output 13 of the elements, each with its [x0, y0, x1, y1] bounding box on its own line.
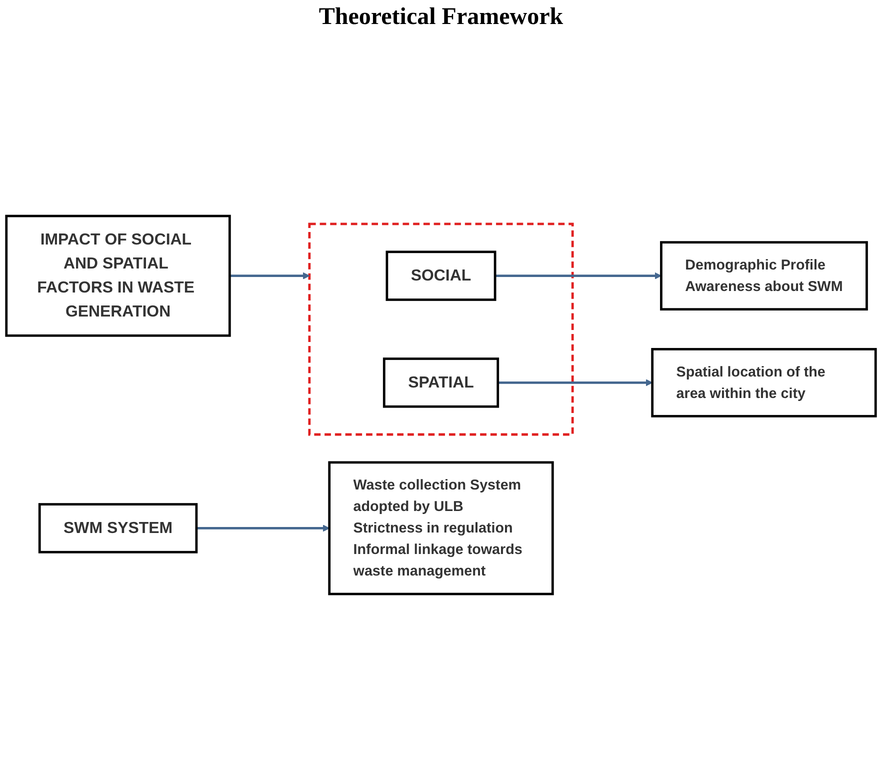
arrow	[196, 524, 330, 532]
node-box: Spatial location of the area within the city	[651, 348, 877, 418]
cluster	[308, 222, 574, 436]
node-box: SWM SYSTEM	[38, 503, 198, 554]
node-box: SOCIAL	[386, 250, 496, 301]
arrow	[495, 272, 662, 280]
node-box: Waste collection System adopted by ULB Strictness in regulation Informal linkage towards waste management	[328, 461, 554, 596]
diagram-title: Theoretical Framework	[318, 3, 564, 32]
node-box: IMPACT OF SOCIAL AND SPATIAL FACTORS IN WASTE GENERATION	[5, 214, 231, 337]
arrow	[230, 272, 310, 280]
node-box: SPATIAL	[382, 358, 500, 408]
arrow	[498, 379, 653, 386]
node-box: Demographic Profile Awareness about SWM	[660, 241, 868, 310]
